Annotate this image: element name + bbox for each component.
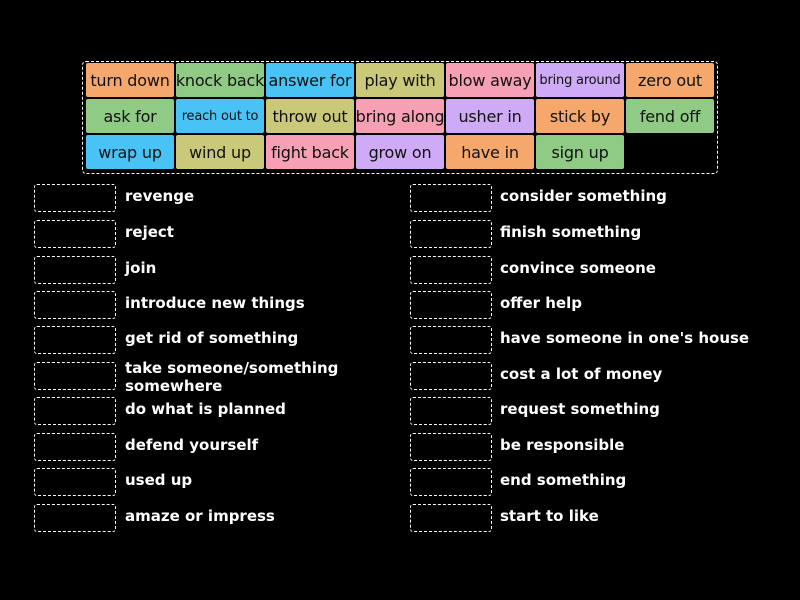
drop-slot-right-3[interactable] xyxy=(410,256,492,284)
tile-fend-off[interactable]: fend off xyxy=(626,99,714,133)
drop-slot-right-2[interactable] xyxy=(410,220,492,248)
tile-knock-back[interactable]: knock back xyxy=(176,63,264,97)
definition-left-9: used up xyxy=(125,471,193,489)
drop-slot-right-7[interactable] xyxy=(410,397,492,425)
drop-slot-left-9[interactable] xyxy=(34,468,116,496)
drop-slot-left-3[interactable] xyxy=(34,256,116,284)
definition-right-2: finish something xyxy=(500,223,642,241)
drop-slot-right-10[interactable] xyxy=(410,504,492,532)
tile-throw-out[interactable]: throw out xyxy=(266,99,354,133)
definition-right-3: convince someone xyxy=(500,259,656,277)
definition-right-6: cost a lot of money xyxy=(500,365,663,383)
drop-slot-left-8[interactable] xyxy=(34,433,116,461)
definition-right-9: end something xyxy=(500,471,627,489)
definition-left-2: reject xyxy=(125,223,174,241)
tile-stick-by[interactable]: stick by xyxy=(536,99,624,133)
tile-sign-up[interactable]: sign up xyxy=(536,135,624,169)
tile-answer-for[interactable]: answer for xyxy=(266,63,354,97)
tile-wind-up[interactable]: wind up xyxy=(176,135,264,169)
drop-slot-left-5[interactable] xyxy=(34,326,116,354)
drop-slot-right-5[interactable] xyxy=(410,326,492,354)
definition-left-3: join xyxy=(125,259,157,277)
definition-left-4: introduce new things xyxy=(125,294,305,312)
tile-bring-around[interactable]: bring around xyxy=(536,63,624,97)
definition-right-10: start to like xyxy=(500,507,599,525)
tile-ask-for[interactable]: ask for xyxy=(86,99,174,133)
definition-left-7: do what is planned xyxy=(125,400,286,418)
drop-slot-left-6[interactable] xyxy=(34,362,116,390)
definition-right-7: request something xyxy=(500,400,660,418)
tile-blow-away[interactable]: blow away xyxy=(446,63,534,97)
drop-slot-left-10[interactable] xyxy=(34,504,116,532)
definition-left-5: get rid of something xyxy=(125,329,299,347)
drop-slot-right-8[interactable] xyxy=(410,433,492,461)
drop-slot-left-4[interactable] xyxy=(34,291,116,319)
tile-usher-in[interactable]: usher in xyxy=(446,99,534,133)
definition-right-1: consider something xyxy=(500,187,667,205)
tile-turn-down[interactable]: turn down xyxy=(86,63,174,97)
tile-bring-along[interactable]: bring along xyxy=(356,99,445,133)
definition-left-10: amaze or impress xyxy=(125,507,275,525)
tile-play-with[interactable]: play with xyxy=(356,63,444,97)
tile-have-in[interactable]: have in xyxy=(446,135,534,169)
tile-fight-back[interactable]: fight back xyxy=(266,135,354,169)
definition-right-4: offer help xyxy=(500,294,582,312)
drop-slot-left-2[interactable] xyxy=(34,220,116,248)
word-bank xyxy=(82,61,718,174)
drop-slot-right-6[interactable] xyxy=(410,362,492,390)
tile-grow-on[interactable]: grow on xyxy=(356,135,444,169)
drop-slot-right-1[interactable] xyxy=(410,184,492,212)
tile-wrap-up[interactable]: wrap up xyxy=(86,135,174,169)
drop-slot-right-4[interactable] xyxy=(410,291,492,319)
definition-right-8: be responsible xyxy=(500,436,625,454)
tile-reach-out-to[interactable]: reach out to xyxy=(176,99,264,133)
tile-zero-out[interactable]: zero out xyxy=(626,63,714,97)
definition-right-5: have someone in one's house xyxy=(500,329,750,347)
definition-left-6: take someone/something somewhere xyxy=(125,359,339,395)
drop-slot-right-9[interactable] xyxy=(410,468,492,496)
drop-slot-left-1[interactable] xyxy=(34,184,116,212)
drop-slot-left-7[interactable] xyxy=(34,397,116,425)
definition-left-8: defend yourself xyxy=(125,436,259,454)
definition-left-1: revenge xyxy=(125,187,195,205)
